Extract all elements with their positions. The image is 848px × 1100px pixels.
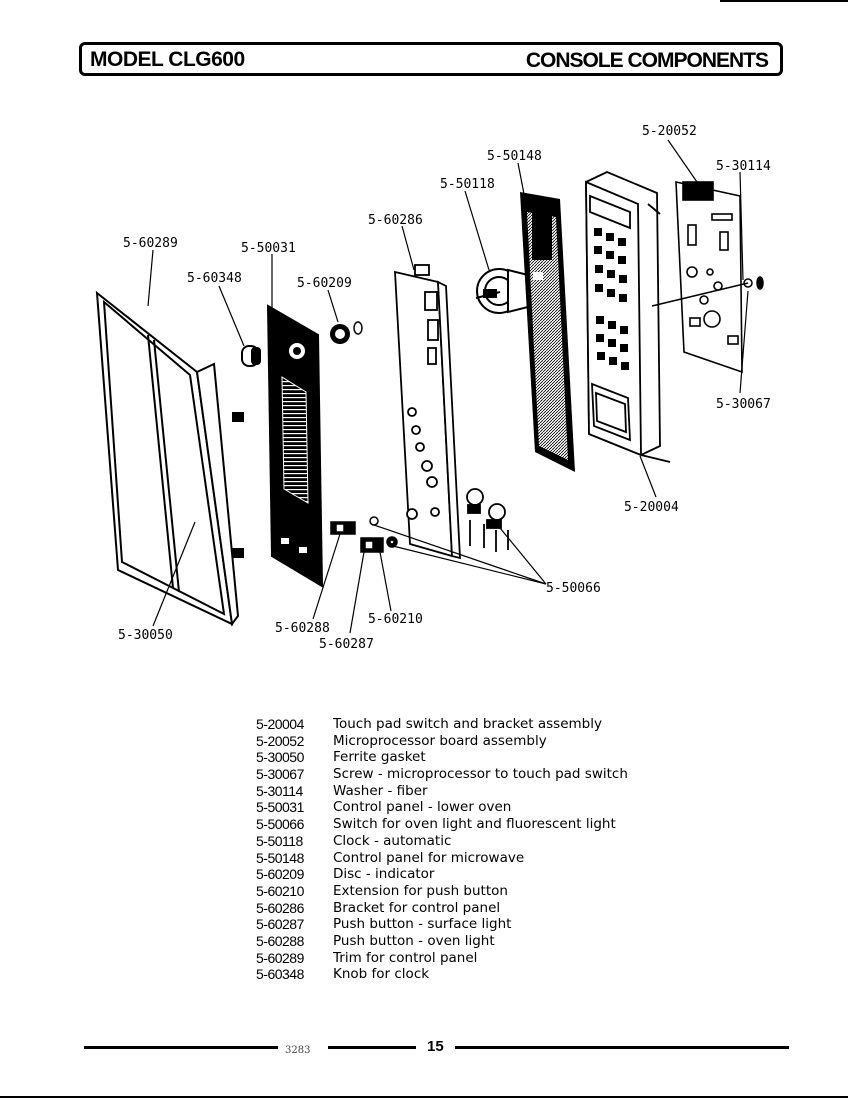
part-number: 5-50066 [256,816,304,833]
legend-row: 5-60287 Push button - surface light [256,916,628,933]
legend-row: 5-60286 Bracket for control panel [256,900,628,917]
callout-5-50118: 5-50118 [440,177,495,192]
callout-5-60289: 5-60289 [123,236,178,251]
legend-row: 5-50148 Control panel for microwave [256,850,628,867]
lower-oven-panel-part [266,304,324,588]
legend-row: 5-60348 Knob for clock [256,966,628,983]
callout-5-60210: 5-60210 [368,612,423,627]
part-description: Touch pad switch and bracket assembly [333,716,602,732]
model-title: MODEL CLG600 [90,48,245,71]
footer-rule-right [455,1046,789,1049]
part-description: Switch for oven light and fluorescent li… [333,816,616,833]
callout-5-30067: 5-30067 [716,397,771,412]
footer-rule-middle [328,1046,416,1049]
legend-row: 5-60209 Disc - indicator [256,866,628,883]
microprocessor-board-part [675,180,743,374]
part-description: Clock - automatic [333,832,452,849]
part-description: Bracket for control panel [333,899,501,916]
part-number: 5-60348 [256,966,304,983]
microwave-panel-part [520,192,575,472]
legend-row: 5-20052 Microprocessor board assembly [256,733,628,750]
part-number: 5-60209 [256,866,304,883]
part-number: 5-30114 [256,782,303,799]
callout-5-60286: 5-60286 [368,213,423,228]
touch-pad-switch-part [585,171,671,463]
legend-row: 5-50066 Switch for oven light and fluores… [256,816,628,833]
part-description: Disc - indicator [333,866,435,883]
control-bracket-part [394,264,461,560]
indicator-disc-part [330,321,363,344]
legend-row: 5-30067 Screw - microprocessor to touch p… [256,766,628,783]
callout-5-60288: 5-60288 [275,621,330,636]
legend-row: 5-50031 Control panel - lower oven [256,799,628,816]
part-number: 5-60287 [256,916,304,933]
part-description: Push button - oven light [333,932,495,949]
footer-code: 3283 [285,1045,311,1056]
section-title: CONSOLE COMPONENTS [525,49,769,72]
trim-frame-part [95,290,244,627]
push-buttons-part [330,516,398,553]
part-number: 5-50148 [256,849,304,866]
callout-5-50031: 5-50031 [241,241,296,256]
part-description: Push button - surface light [333,916,512,933]
bottom-rule [0,1096,848,1098]
part-number: 5-60286 [256,899,304,916]
part-description: Washer - fiber [333,782,428,799]
part-number: 5-50118 [256,832,303,849]
top-rule [720,0,848,2]
part-number: 5-60288 [256,932,304,949]
legend-row: 5-60288 Push button - oven light [256,933,628,950]
washer-and-screw-part [651,276,764,307]
part-description: Extension for push button [333,882,508,899]
part-number: 5-30050 [256,749,304,766]
part-number: 5-20004 [256,716,304,732]
legend-row: 5-60210 Extension for push button [256,883,628,900]
part-description: Control panel - lower oven [333,799,512,816]
legend-row: 5-60289 Trim for control panel [256,950,628,967]
callout-5-60348: 5-60348 [187,271,242,286]
callout-5-20052: 5-20052 [642,124,697,139]
callout-5-60209: 5-60209 [297,276,352,291]
footer-rule-left [84,1046,278,1049]
callout-5-30050: 5-30050 [118,628,173,643]
callout-5-30114: 5-30114 [716,159,771,174]
part-number: 5-60289 [256,949,304,966]
callout-5-20004: 5-20004 [624,500,679,515]
part-description: Trim for control panel [333,949,478,966]
leader-lines [147,139,749,634]
light-switch-part [466,488,509,552]
part-number: 5-50031 [256,799,304,816]
automatic-clock-part [475,268,533,314]
header-box: MODEL CLG600 CONSOLE COMPONENTS [79,42,783,76]
part-description: Control panel for microwave [333,849,525,866]
part-description: Screw - microprocessor to touch pad swit… [333,766,628,783]
part-number: 5-30067 [256,766,304,783]
callout-5-50066: 5-50066 [546,581,601,596]
callout-5-50148: 5-50148 [487,149,542,164]
clock-knob-part [241,345,261,367]
part-number: 5-20052 [256,732,304,749]
part-number: 5-60210 [256,882,304,899]
parts-legend: 5-20004 Touch pad switch and bracket asse… [256,716,628,983]
legend-row: 5-20004 Touch pad switch and bracket asse… [256,716,628,733]
page-number: 15 [427,1038,444,1055]
touch-pad-keys [594,228,629,370]
legend-row: 5-30050 Ferrite gasket [256,749,628,766]
part-description: Ferrite gasket [333,749,426,766]
legend-row: 5-50118 Clock - automatic [256,833,628,850]
part-description: Knob for clock [333,966,430,983]
legend-row: 5-30114 Washer - fiber [256,783,628,800]
exploded-view-diagram: 5-20052 5-30114 5-50148 5-50118 5-60286 … [95,124,771,652]
part-description: Microprocessor board assembly [333,732,547,749]
callout-5-60287: 5-60287 [319,637,374,652]
